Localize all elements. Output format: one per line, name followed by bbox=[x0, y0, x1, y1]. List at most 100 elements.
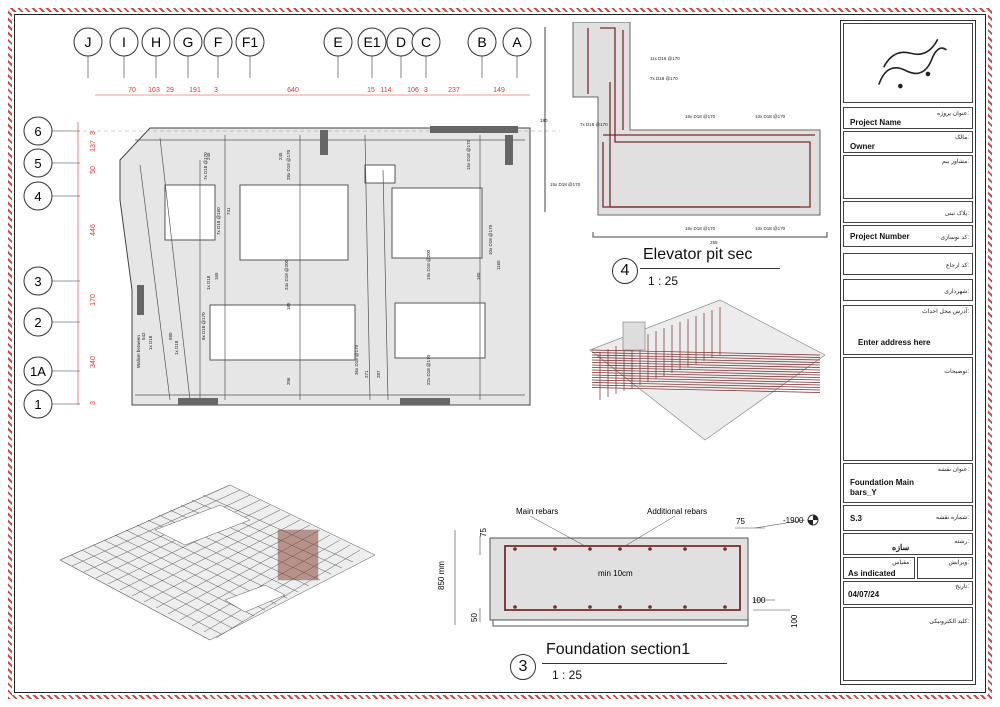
plan-label: 7x D18 @160 bbox=[216, 207, 221, 235]
discipline-value: سازه bbox=[892, 543, 910, 552]
grid-label-I: I bbox=[122, 34, 126, 50]
grid-label-E1: E1 bbox=[363, 34, 380, 50]
grid-label-F1: F1 bbox=[242, 34, 259, 50]
grid-label-J: J bbox=[85, 34, 92, 50]
scale-value: As indicated bbox=[848, 569, 896, 578]
section-height-label: 850 mm bbox=[437, 561, 446, 590]
section-title: Foundation section1 bbox=[546, 641, 691, 658]
project-name-row: عنوان پروژه:Project Name bbox=[843, 107, 973, 129]
foundation-3d-view bbox=[59, 484, 376, 641]
plan-label: 165 bbox=[476, 272, 481, 280]
plan-label: 36x D18 @170 bbox=[354, 344, 359, 375]
left-dim-0: 3 bbox=[90, 131, 97, 135]
section-scale: 1 : 25 bbox=[552, 668, 583, 682]
additional-rebars-label: Additional rebars bbox=[647, 507, 708, 516]
top-dim-1: 103 bbox=[148, 87, 160, 94]
top-dim-7: 114 bbox=[380, 87, 391, 94]
plan-label: 741 bbox=[226, 207, 231, 215]
left-dim-2: 50 bbox=[90, 166, 97, 174]
grid-label-1: 1 bbox=[34, 397, 41, 412]
owner-value: Owner bbox=[850, 142, 875, 151]
elevator-label: 7x D18 @170 bbox=[580, 122, 608, 127]
company-logo bbox=[843, 23, 973, 103]
elevator-label: 15x D18 @170 bbox=[550, 182, 581, 187]
top-dim-9: 3 bbox=[424, 87, 428, 94]
sheet-title-row: عنوان نقشه:Foundation Main bars_Y bbox=[843, 463, 973, 503]
project-name-value: Project Name bbox=[850, 118, 902, 127]
grid-label-D: D bbox=[396, 34, 406, 50]
grid-label-1A: 1A bbox=[30, 364, 46, 379]
elevator-label: 13x D18 @170 bbox=[755, 114, 786, 119]
date-row: تاریخ:04/07/24 bbox=[843, 581, 973, 605]
sheet-number-value: S.3 bbox=[850, 514, 863, 523]
municipality-row: شهرداری: bbox=[843, 279, 973, 301]
owner-row: مالک:Owner bbox=[843, 131, 973, 153]
top-dim-8: 106 bbox=[407, 87, 419, 94]
grid-label-H: H bbox=[151, 34, 161, 50]
elevator-label: 15x D18 @170 bbox=[685, 226, 716, 231]
plan-label: 165 bbox=[214, 272, 219, 280]
level-mark: -1900 bbox=[783, 516, 804, 525]
min-cover-label: min 10cm bbox=[598, 569, 633, 578]
plan-label: 1x D18 bbox=[148, 335, 153, 350]
elevator-section-title: Elevator pit sec bbox=[643, 246, 753, 263]
grid-label-E: E bbox=[333, 34, 342, 50]
plan-label: Wallset between bbox=[136, 335, 141, 368]
section-title-underline bbox=[542, 663, 727, 664]
scale-row: مقیاس:As indicated bbox=[843, 557, 915, 579]
dim-100-a: 100 bbox=[752, 596, 766, 605]
grid-label-5: 5 bbox=[34, 156, 41, 171]
dim-75-left: 75 bbox=[479, 528, 488, 537]
grid-label-2: 2 bbox=[34, 315, 41, 330]
dim-100-b: 100 bbox=[790, 614, 799, 628]
plan-label: 271 bbox=[364, 370, 369, 378]
plan-label: 165 bbox=[286, 302, 291, 310]
plan-label: 1165 bbox=[496, 260, 501, 270]
elevator-label: 7x D18 @170 bbox=[650, 76, 678, 81]
foundation-section bbox=[454, 514, 819, 627]
left-dim-6: 3 bbox=[90, 401, 97, 405]
elevator-label: 15x D18 @170 bbox=[685, 114, 716, 119]
project-number-value: Project Number bbox=[850, 232, 910, 241]
top-dim-0: 70 bbox=[128, 87, 136, 94]
plan-label: 245 bbox=[278, 152, 283, 160]
plan-label: 287 bbox=[376, 370, 381, 378]
elevator-section-scale: 1 : 25 bbox=[648, 274, 679, 288]
section-number: 3 bbox=[510, 654, 536, 680]
main-rebars-label: Main rebars bbox=[516, 507, 559, 516]
revision-row: ویرایش: bbox=[917, 557, 973, 579]
plan-label: 206 bbox=[286, 377, 291, 385]
elevator-label: 255 bbox=[710, 240, 718, 245]
grid-label-G: G bbox=[183, 34, 194, 50]
plan-label: 28x D18 @170 bbox=[286, 149, 291, 180]
left-dim-5: 340 bbox=[90, 356, 97, 368]
date-value: 04/07/24 bbox=[848, 590, 880, 599]
elevator-section-number: 4 bbox=[612, 258, 638, 284]
plan-label: 19x D18 @200 bbox=[426, 249, 431, 280]
dim-75-right: 75 bbox=[736, 517, 745, 526]
drawing-frame bbox=[14, 14, 986, 693]
left-dim-3: 446 bbox=[90, 224, 97, 236]
plan-label: 10x D18 @170 bbox=[488, 224, 493, 255]
plan-label: 1x D18 bbox=[174, 340, 179, 355]
elevator-label: 11x D18 @170 bbox=[650, 56, 680, 61]
consultant-row: مشاور بیم: bbox=[843, 155, 973, 199]
top-dim-10: 237 bbox=[448, 87, 460, 94]
grid-label-F: F bbox=[214, 34, 223, 50]
grid-label-4: 4 bbox=[34, 189, 41, 204]
left-dim-1: 137 bbox=[90, 140, 97, 152]
key-row: کلید الکترونیکی: bbox=[843, 607, 973, 681]
plan-label: 1x D18 bbox=[206, 275, 211, 290]
reference-row: کد ارجاع: bbox=[843, 253, 973, 275]
elevator-title-underline bbox=[640, 268, 780, 269]
plan-label: 245 bbox=[206, 152, 211, 160]
plan-label: 15x D18 @170 bbox=[466, 139, 471, 170]
plate-row: پلاک ثبتی: bbox=[843, 201, 973, 223]
plan-label: 7x D18 @170 bbox=[203, 152, 208, 180]
dim-50: 50 bbox=[470, 613, 479, 622]
